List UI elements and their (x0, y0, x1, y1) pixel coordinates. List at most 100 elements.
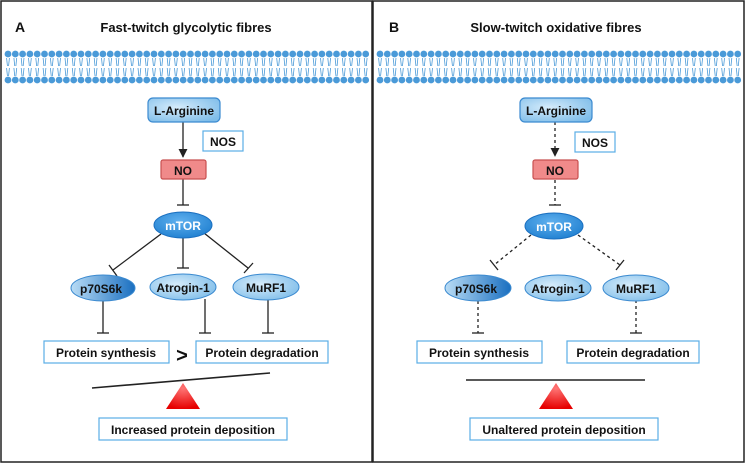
lipid-tail (387, 57, 390, 67)
lipid-tail (445, 67, 448, 77)
lipid-tail (349, 67, 351, 77)
panel-b-title: Slow-twitch oxidative fibres (470, 20, 641, 35)
lipid-tail (548, 67, 550, 77)
lipid-head (179, 76, 187, 84)
lipid-tail (8, 57, 10, 67)
lipid-tail (205, 67, 207, 77)
lipid-tail (232, 57, 235, 67)
lipid-head (697, 50, 705, 58)
lipid-head (333, 76, 340, 84)
lipid-tail (42, 67, 45, 77)
lipid-tail (548, 57, 550, 67)
lipid-head (209, 50, 216, 58)
lipid-tail (611, 67, 614, 77)
lipid-tail (132, 57, 134, 67)
lipid-head (157, 50, 165, 58)
lipid-tail (168, 57, 171, 67)
lipid-tail (212, 67, 215, 77)
lipid-tail (526, 67, 528, 77)
lipid-head (70, 76, 78, 84)
lipid-head (143, 76, 151, 84)
lipid-head (427, 50, 435, 58)
lipid-tail (205, 57, 207, 67)
lipid-head (566, 50, 574, 58)
lipid-tail (247, 57, 249, 67)
lipid-tail (422, 67, 424, 77)
lipid-tail (392, 57, 395, 67)
panel-b-degradation-box (566, 340, 700, 364)
lipid-head (464, 76, 471, 84)
lipid-tail (706, 67, 709, 77)
lipid-tail (79, 67, 81, 77)
lipid-tail (22, 67, 25, 77)
lipid-head (405, 76, 413, 84)
lipid-head (610, 76, 617, 84)
lipid-tail (531, 57, 534, 67)
lipid-head (238, 76, 246, 84)
lipid-tail (305, 57, 308, 67)
panel-b-mtor-label: mTOR (536, 220, 572, 234)
lipid-tail (51, 57, 54, 67)
lipid-head (4, 50, 12, 58)
lipid-head (500, 50, 508, 58)
panel-b-mtor-node (524, 212, 584, 240)
lipid-tail (342, 57, 344, 67)
lipid-tail (489, 67, 492, 77)
lipid-tail (487, 57, 490, 67)
panel-a-murf-node (232, 273, 300, 301)
lipid-tail (190, 67, 193, 77)
panel-b-no-node (532, 159, 579, 180)
lipid-head (383, 76, 391, 84)
lipid-tail (219, 67, 222, 77)
lipid-tail (589, 67, 592, 77)
inhibit-mtor-p70-bar (108, 264, 118, 277)
lipid-head (92, 76, 99, 84)
lipid-head (654, 76, 661, 84)
lipid-tail (15, 67, 18, 77)
lipid-head (92, 50, 99, 58)
lipid-head (311, 50, 318, 58)
lipid-tail (621, 57, 623, 67)
lipid-tail (657, 67, 660, 77)
lipid-head (391, 76, 398, 84)
lipid-tail (504, 57, 506, 67)
lipid-tail (626, 57, 629, 67)
lipid-tail (35, 57, 38, 67)
lipid-head (581, 50, 588, 58)
lipid-tail (453, 67, 455, 77)
lipid-tail (59, 57, 61, 67)
lipid-tail (496, 57, 499, 67)
lipid-tail (714, 67, 716, 77)
inhibit-mtor-murf-bar (243, 262, 254, 274)
lipid-head (727, 76, 734, 84)
lipid-head (303, 50, 311, 58)
lipid-tail (349, 57, 351, 67)
lipid-tail (168, 67, 171, 77)
lipid-tail (270, 67, 273, 77)
lipid-tail (684, 57, 687, 67)
lipid-tail (591, 67, 594, 77)
lipid-tail (664, 57, 667, 67)
lipid-head (602, 50, 610, 58)
lipid-tail (307, 67, 310, 77)
lipid-head (566, 76, 574, 84)
panel-a-atrogin-node (149, 273, 217, 301)
lipid-tail (568, 57, 570, 67)
lipid-tail (327, 57, 330, 67)
lipid-tail (599, 67, 601, 77)
lipid-head (595, 50, 603, 58)
panel-a-p70-label: p70S6k (80, 282, 122, 296)
lipid-tail (20, 57, 23, 67)
lipid-tail (174, 57, 176, 67)
lipid-tail (22, 57, 25, 67)
lipid-tail (329, 67, 331, 77)
lipid-tail (684, 67, 687, 77)
lipid-head (705, 76, 712, 84)
lipid-head (413, 50, 420, 58)
lipid-head (471, 76, 479, 84)
lipid-tail (516, 57, 519, 67)
lipid-tail (540, 67, 543, 77)
lipid-head (19, 50, 26, 58)
lipid-tail (737, 57, 740, 67)
lipid-head (26, 76, 34, 84)
